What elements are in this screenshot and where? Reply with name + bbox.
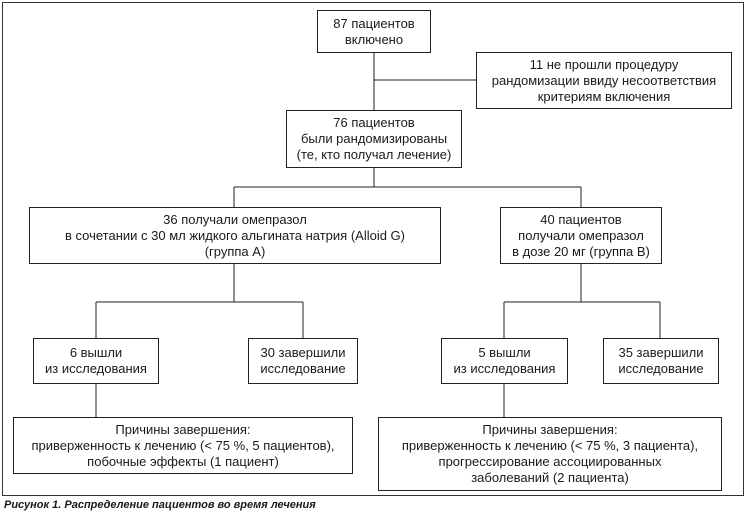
b-reasons-line-2: приверженность к лечению (< 75 %, 3 паци… [401, 438, 699, 453]
a-completed-line-2: исследование [260, 361, 346, 376]
b-withdrew-line-2: из исследования [453, 361, 556, 376]
excluded-line-3: критериям включения [537, 88, 671, 104]
enrolled-box: 87 пациентов включено [317, 10, 431, 53]
b-withdrew-line-1: 5 вышли [478, 345, 531, 360]
group-a-line-1: 36 получали омепразол [163, 211, 307, 227]
randomized-line-1: 76 пациентов [333, 115, 415, 130]
group-a-box: 36 получали омепразол в сочетании с 30 м… [29, 207, 441, 264]
a-withdrew-box: 6 вышли из исследования [33, 338, 159, 384]
a-reasons-line-3: побочные эффекты (1 пациент) [87, 453, 279, 469]
a-reasons-box: Причины завершения: приверженность к леч… [13, 417, 353, 474]
a-completed-line-1: 30 завершили [260, 345, 346, 360]
a-reasons-line-2: приверженность к лечению (< 75 %, 5 паци… [31, 437, 335, 453]
figure-frame [2, 2, 744, 496]
a-reasons-line-1: Причины завершения: [115, 421, 251, 437]
a-withdrew-line-2: из исследования [45, 361, 147, 376]
group-b-line-1: 40 пациентов [540, 211, 622, 227]
b-reasons-line-3: прогрессирование ассоциированных [438, 454, 662, 469]
b-reasons-box: Причины завершения: приверженность к леч… [378, 417, 722, 491]
group-b-line-3: в дозе 20 мг (группа В) [512, 243, 650, 259]
excluded-line-2: рандомизации ввиду несоответствия [491, 72, 717, 88]
group-a-line-3: (группа А) [204, 243, 266, 259]
a-completed-box: 30 завершили исследование [248, 338, 358, 384]
b-reasons-line-1: Причины завершения: [482, 422, 618, 437]
b-reasons-line-4: заболеваний (2 пациента) [471, 470, 629, 485]
randomized-line-3: (те, кто получал лечение) [296, 147, 452, 162]
randomized-line-2: были рандомизированы [300, 131, 448, 146]
figure-caption: Рисунок 1. Распределение пациентов во вр… [4, 499, 316, 511]
b-completed-line-1: 35 завершили [618, 345, 704, 360]
a-withdrew-line-1: 6 вышли [69, 345, 123, 360]
group-b-line-2: получали омепразол [518, 227, 644, 243]
excluded-line-1: 11 не прошли процедуру [529, 56, 679, 72]
group-a-line-2: в сочетании с 30 мл жидкого альгината на… [64, 227, 406, 243]
b-completed-line-2: исследование [618, 361, 704, 376]
group-b-box: 40 пациентов получали омепразол в дозе 2… [500, 207, 662, 264]
b-completed-box: 35 завершили исследование [603, 338, 719, 384]
b-withdrew-box: 5 вышли из исследования [441, 338, 568, 384]
randomized-box: 76 пациентов были рандомизированы (те, к… [286, 110, 462, 168]
excluded-box: 11 не прошли процедуру рандомизации ввид… [476, 52, 732, 109]
enrolled-line-2: включено [344, 31, 404, 47]
enrolled-line-1: 87 пациентов [333, 15, 415, 31]
